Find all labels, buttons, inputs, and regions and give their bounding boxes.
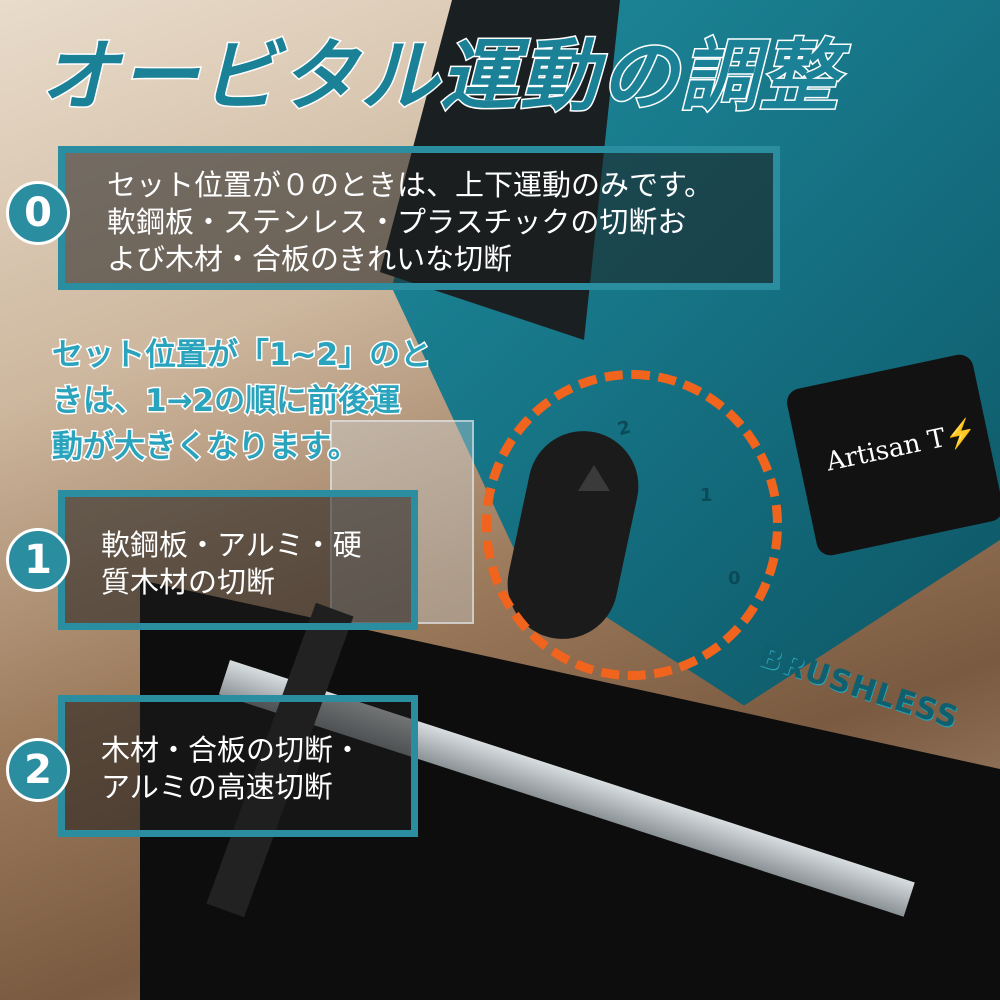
page-title: オービタル運動の調整 [38,31,841,124]
brushless-emboss: BRUSHLESS [754,638,963,737]
setting-1-badge: 1 [6,528,70,592]
orbital-note: セット位置が「1~2」のと きは、1→2の順に前後運 動が大きくなります。 [50,336,432,467]
setting-0-badge: 0 [6,181,70,245]
setting-0-box: セット位置が０のときは、上下運動のみです。 軟鋼板・ステンレス・プラスチックの切… [58,146,780,290]
highlight-dashed-circle [482,370,782,680]
setting-0-text: セット位置が０のときは、上下運動のみです。 軟鋼板・ステンレス・プラスチックの切… [107,168,714,276]
setting-1-text: 軟鋼板・アルミ・硬 質木材の切断 [101,528,362,599]
setting-2-text: 木材・合板の切断・ アルミの高速切断 [101,733,363,804]
setting-2-box: 木材・合板の切断・ アルミの高速切断 [58,695,418,837]
setting-1-box: 軟鋼板・アルミ・硬 質木材の切断 [58,490,418,630]
setting-2-badge: 2 [6,738,70,802]
